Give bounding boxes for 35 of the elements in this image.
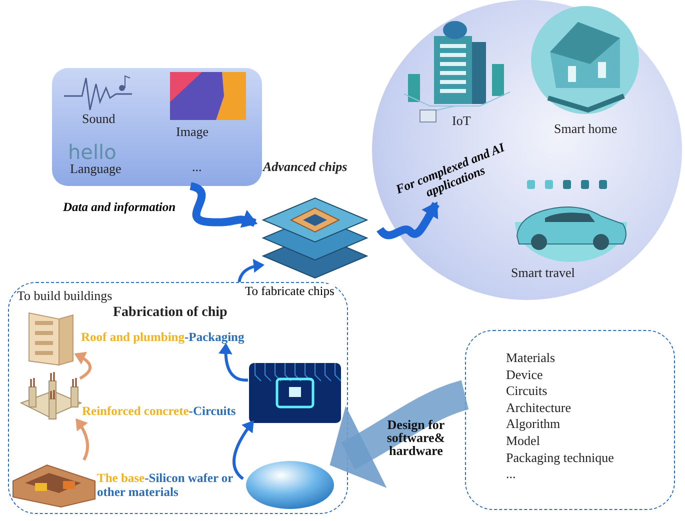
edge-label: Design for software& hardware: [386, 418, 446, 457]
list-item: Algorithm: [506, 417, 560, 432]
ellipsis-label: ...: [192, 160, 202, 175]
smart-travel-label: Smart travel: [511, 266, 575, 281]
curved-arrow: [232, 420, 254, 480]
curved-arrow: [74, 352, 92, 380]
curved-arrow: [376, 202, 440, 240]
chip-heading: Advanced chips: [263, 160, 348, 175]
sound-label: Sound: [82, 112, 116, 127]
curved-arrow: [218, 343, 248, 382]
iot-label: IoT: [452, 114, 471, 129]
edge-label: To fabricate chips: [244, 284, 336, 298]
list-item: Device: [506, 368, 543, 383]
data-panel: [52, 68, 262, 186]
hello-word: hello: [68, 142, 116, 162]
wide-arrow: [330, 380, 470, 488]
list-item: Architecture: [506, 400, 571, 416]
smart-home-label: Smart home: [554, 122, 618, 137]
language-label: Language: [70, 162, 122, 177]
list-item: Model: [506, 434, 540, 449]
edge-label: Data and information: [62, 200, 177, 214]
fabrication-box: [8, 282, 348, 514]
stage-caption: Roof and plumbing-Packaging: [81, 330, 261, 344]
curved-arrow: [76, 418, 90, 461]
list-item: Packaging technique: [506, 450, 614, 466]
section-title: Fabrication of chip: [113, 305, 228, 322]
design-list-box: [465, 330, 675, 510]
list-item: Circuits: [506, 384, 548, 400]
stage-caption: Reinforced concrete-Circuits: [82, 404, 237, 418]
stage-caption: The base-Silicon wafer or other materials: [97, 471, 234, 500]
curved-arrow: [238, 259, 264, 282]
section-heading: To build buildings: [17, 289, 112, 304]
image-label: Image: [176, 125, 208, 140]
list-item: ...: [506, 467, 516, 482]
list-item: Materials: [506, 351, 556, 366]
